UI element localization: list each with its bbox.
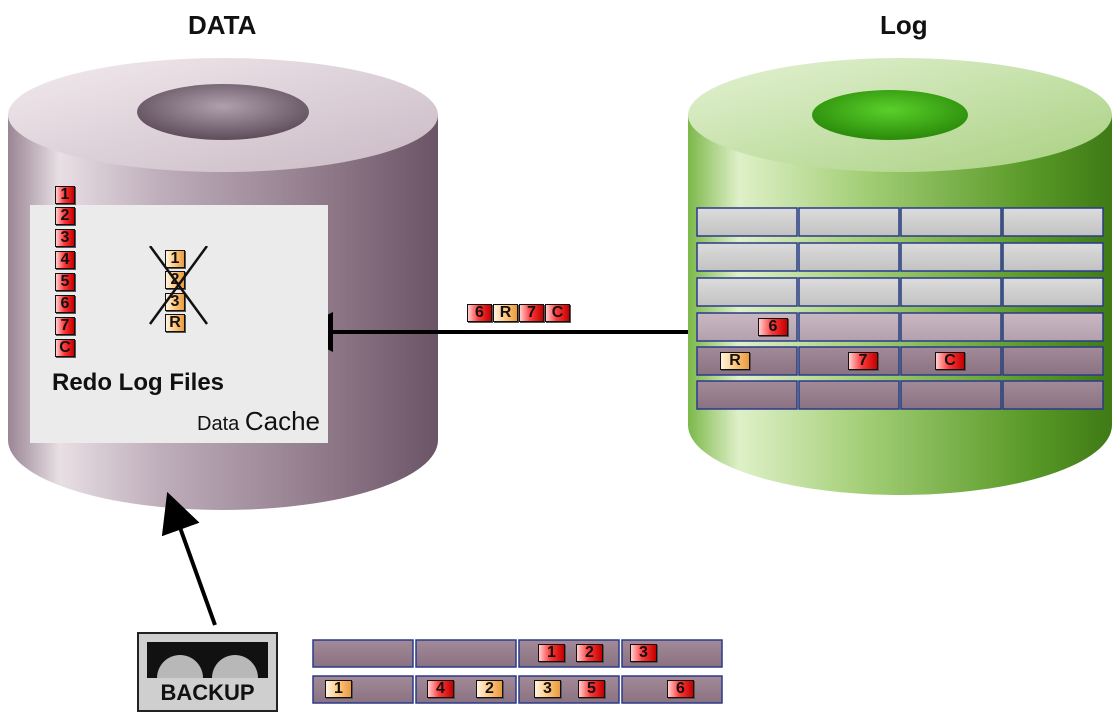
backup-tile: 2 bbox=[476, 680, 503, 698]
redo-tile: 2 bbox=[55, 207, 75, 225]
backup-bars bbox=[312, 639, 723, 704]
backup-tile: 1 bbox=[325, 680, 352, 698]
transfer-tile: R bbox=[493, 304, 518, 322]
backup-tile: 3 bbox=[630, 644, 657, 662]
data-heading: DATA bbox=[188, 10, 257, 40]
redo-tile: 1 bbox=[55, 186, 75, 204]
cross-out-mark bbox=[148, 246, 209, 325]
log-tile: 7 bbox=[848, 352, 878, 370]
transfer-tile: C bbox=[545, 304, 570, 322]
redo-log-files-title: Redo Log Files bbox=[52, 369, 225, 396]
backup-arrow bbox=[161, 491, 217, 626]
crossed-tile: R bbox=[165, 314, 185, 332]
backup-device: BACKUP bbox=[137, 632, 278, 712]
data-cache-label: Data Cache bbox=[197, 406, 320, 437]
redo-tile: C bbox=[55, 339, 75, 357]
backup-tile: 6 bbox=[667, 680, 694, 698]
log-tile: 6 bbox=[758, 318, 788, 336]
backup-tile: 3 bbox=[534, 680, 561, 698]
redo-tile: 3 bbox=[55, 229, 75, 247]
redo-tile: 6 bbox=[55, 295, 75, 313]
log-tile: C bbox=[935, 352, 965, 370]
log-tile: R bbox=[720, 352, 750, 370]
transfer-tile: 6 bbox=[467, 304, 492, 322]
log-cylinder bbox=[688, 58, 1112, 495]
backup-tile: 1 bbox=[538, 644, 565, 662]
redo-tile: 4 bbox=[55, 251, 75, 269]
log-heading: Log bbox=[880, 10, 928, 40]
redo-tile: 7 bbox=[55, 317, 75, 335]
backup-tile: 5 bbox=[578, 680, 605, 698]
data-cache-label-small: Data bbox=[197, 413, 240, 435]
crossed-tile: 1 bbox=[165, 250, 185, 268]
backup-tile: 2 bbox=[576, 644, 603, 662]
backup-reels bbox=[147, 642, 268, 678]
log-grid bbox=[696, 207, 1104, 410]
backup-tile: 4 bbox=[427, 680, 454, 698]
backup-label: BACKUP bbox=[160, 680, 255, 705]
data-cache-label-big: Cache bbox=[244, 406, 320, 436]
transfer-tile: 7 bbox=[519, 304, 544, 322]
redo-tile: 5 bbox=[55, 273, 75, 291]
